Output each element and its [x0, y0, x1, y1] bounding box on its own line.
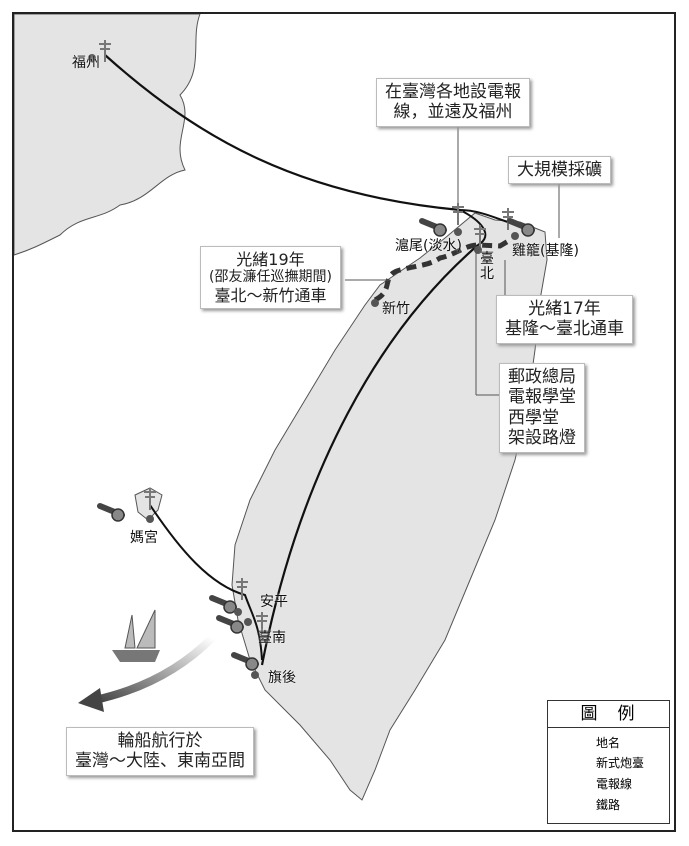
shipping-route-arrow	[94, 635, 215, 704]
callout-line: 架設路燈	[508, 428, 576, 449]
legend-label: 地名	[596, 736, 621, 750]
place-huwei: 滬尾(淡水)	[395, 238, 462, 254]
place-dot-icon	[88, 54, 519, 679]
map-legend: 圖例 地名 新式炮臺 電報線 鐵路	[547, 700, 670, 824]
callout-mining: 大規模採礦	[508, 156, 611, 185]
arrow-head-icon	[78, 688, 104, 712]
callout-line: 臺北～新竹通車	[214, 285, 327, 305]
callout-line: 基隆～臺北通車	[505, 319, 624, 340]
telegraph-line-north-south	[260, 244, 479, 666]
place-keelung: 雞籠(基隆)	[512, 243, 579, 259]
place-hsinchu: 新竹	[382, 301, 410, 317]
mainland-china	[13, 13, 201, 256]
callout-line: 光緒17年	[528, 299, 601, 319]
callout-line: 線，並遠及福州	[393, 102, 513, 123]
callout-line: 西學堂	[508, 407, 559, 428]
callout-line: 輪船航行於	[117, 731, 203, 751]
callout-line: (邵友濂任巡撫期間)	[209, 269, 332, 286]
legend-label: 電報線	[596, 777, 633, 791]
telegraph-line-penghu-anping	[149, 504, 263, 661]
callout-line: 在臺灣各地設電報	[385, 82, 521, 102]
place-magong: 媽宮	[130, 530, 158, 546]
callout-rail-1891: 光緒17年 基隆～臺北通車	[496, 295, 633, 344]
callout-rail-1893: 光緒19年 (邵友濂任巡撫期間) 臺北～新竹通車	[200, 246, 341, 310]
legend-title: 圖例	[548, 701, 669, 728]
place-anping: 安平	[260, 594, 288, 610]
legend-label: 新式炮臺	[596, 756, 645, 770]
callout-shipping: 輪船航行於 臺灣～大陸、東南亞間	[66, 727, 254, 776]
map-border	[12, 12, 676, 832]
callout-line: 光緒19年	[236, 250, 305, 269]
junk-ship-icon	[112, 609, 160, 662]
place-qihou: 旗後	[268, 670, 296, 686]
railway	[373, 237, 512, 303]
place-tainan: 臺南	[258, 630, 286, 646]
telegraph-line-north	[459, 209, 509, 246]
callout-line: 郵政總局	[508, 367, 576, 387]
callout-taipei-facilities: 郵政總局 電報學堂 西學堂 架設路燈	[499, 363, 585, 453]
callout-line: 臺灣～大陸、東南亞間	[75, 751, 245, 772]
legend-label: 鐵路	[596, 798, 621, 812]
callout-telegraph: 在臺灣各地設電報 線，並遠及福州	[376, 78, 530, 127]
callout-line: 電報學堂	[508, 387, 576, 408]
place-fuzhou: 福州	[72, 55, 100, 71]
callout-leaders	[345, 125, 560, 396]
telegraph-line-fuzhou-huwei	[104, 54, 461, 212]
place-taipei: 臺 北	[480, 251, 494, 283]
